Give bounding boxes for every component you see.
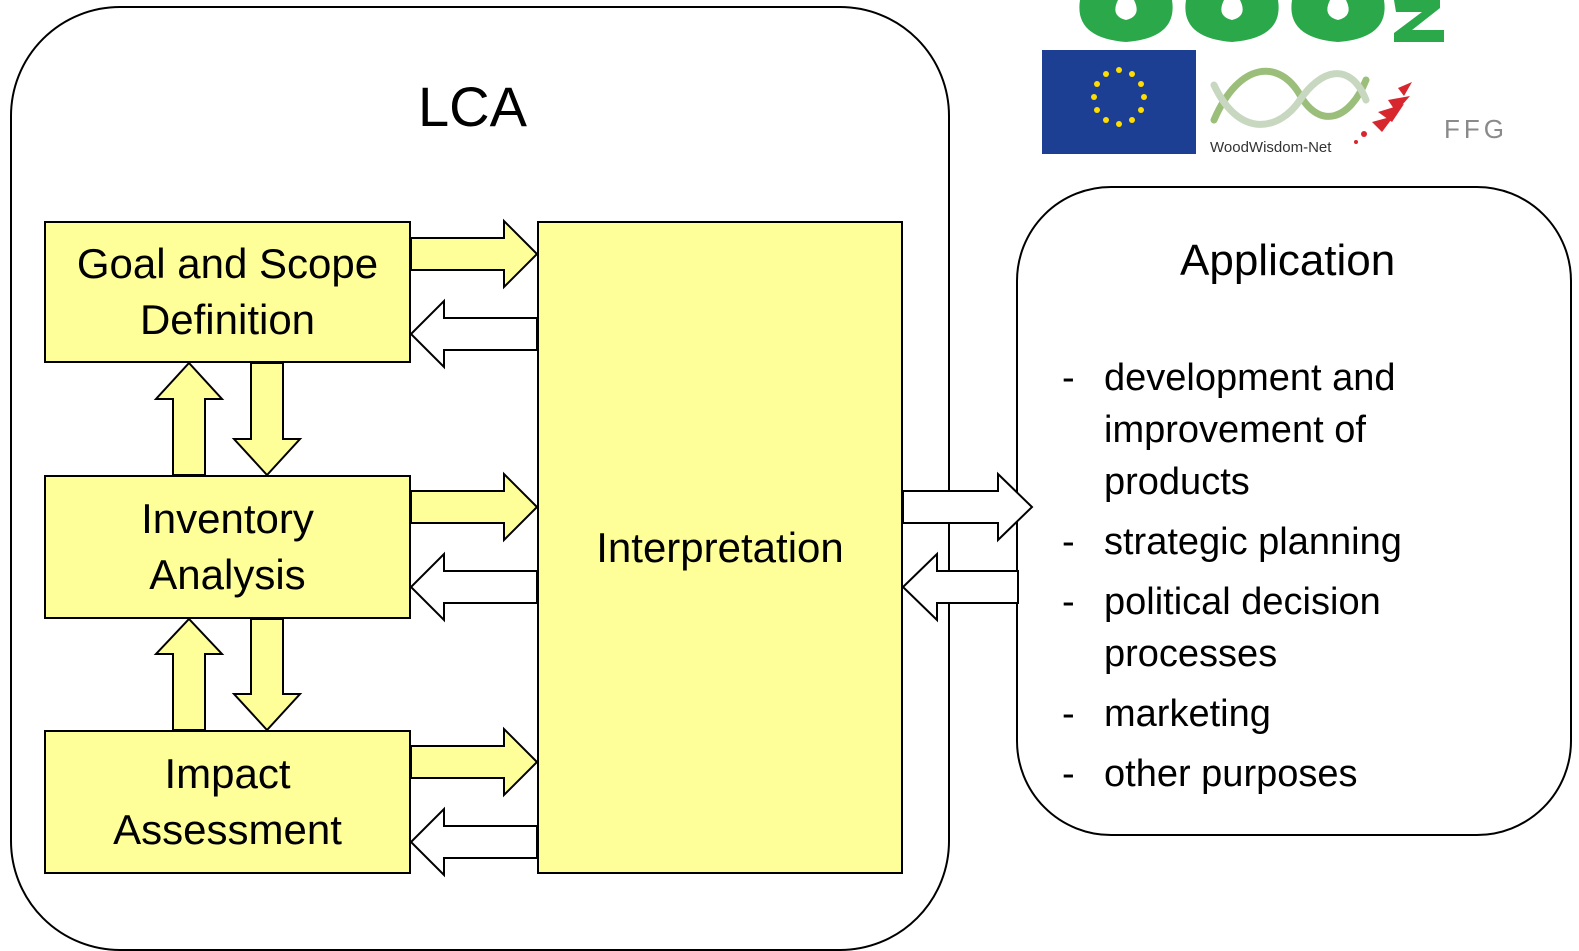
interpretation-to-goal-arrow <box>409 298 538 370</box>
interpretation-to-inventory-arrow <box>409 551 538 623</box>
sponsor-logos: WoodWisdom-Net FFG <box>1042 0 1508 156</box>
woodwisdom-label: WoodWisdom-Net <box>1210 139 1332 156</box>
purpose-item: - other purposes <box>1062 748 1482 800</box>
impact-box-line-2: Assessment <box>113 806 342 853</box>
application-title: Application <box>1180 236 1396 285</box>
woodwisdom-logo-icon <box>1210 67 1370 128</box>
goal-box-line-1: Goal and Scope <box>76 240 379 287</box>
eu-flag-icon <box>1042 50 1196 154</box>
purpose-dash: - <box>1062 357 1075 399</box>
inventory-to-impact-arrow <box>231 618 303 732</box>
interpretation-to-application-arrow <box>902 471 1034 543</box>
purpose-dash: - <box>1062 521 1075 563</box>
purpose-line: political decision <box>1104 581 1381 623</box>
purpose-item: - marketing <box>1062 688 1482 740</box>
goal-and-scope-box: Goal and Scope Definition <box>44 221 411 363</box>
purpose-item: - strategic planning <box>1062 516 1482 568</box>
purpose-dash: - <box>1062 581 1075 623</box>
purpose-item: - political decision processes <box>1062 576 1482 680</box>
impact-assessment-box: Impact Assessment <box>44 730 411 874</box>
goal-box-line-2: Definition <box>139 296 316 343</box>
inventory-box-line-2: Analysis <box>149 551 306 598</box>
inventory-box-line-1: Inventory <box>141 495 314 542</box>
ffg-label: FFG <box>1444 114 1508 144</box>
inventory-to-interpretation-arrow <box>410 471 539 543</box>
purpose-dash: - <box>1062 693 1075 735</box>
purpose-line: marketing <box>1104 693 1271 735</box>
lca-title: LCA <box>418 75 527 138</box>
goal-to-inventory-arrow <box>231 362 303 477</box>
application-frame <box>1016 186 1572 836</box>
application-to-interpretation-arrow <box>901 551 1019 623</box>
impact-to-inventory-arrow <box>153 617 225 731</box>
interpretation-label: Interpretation <box>596 523 844 571</box>
inventory-to-goal-arrow <box>153 361 225 476</box>
impact-to-interpretation-arrow <box>410 726 539 798</box>
application-purposes-list: - development and improvement of product… <box>1062 352 1482 808</box>
purpose-line: development and <box>1104 357 1396 399</box>
impact-box-line-1: Impact <box>164 750 291 797</box>
interpretation-box: Interpretation <box>537 221 903 874</box>
inventory-analysis-box: Inventory Analysis <box>44 475 411 619</box>
purpose-line: processes <box>1104 633 1278 675</box>
purpose-dash: - <box>1062 753 1075 795</box>
interpretation-to-impact-arrow <box>409 806 538 878</box>
purpose-line: strategic planning <box>1104 521 1402 563</box>
purpose-line: improvement of <box>1104 409 1366 451</box>
purpose-line: other purposes <box>1104 753 1358 795</box>
goal-to-interpretation-arrow <box>410 218 539 290</box>
ffg-logo-icon <box>1354 82 1412 144</box>
brand-logo-icon <box>1079 0 1444 42</box>
purpose-item: - development and improvement of product… <box>1062 352 1482 508</box>
purpose-line: products <box>1104 461 1250 503</box>
